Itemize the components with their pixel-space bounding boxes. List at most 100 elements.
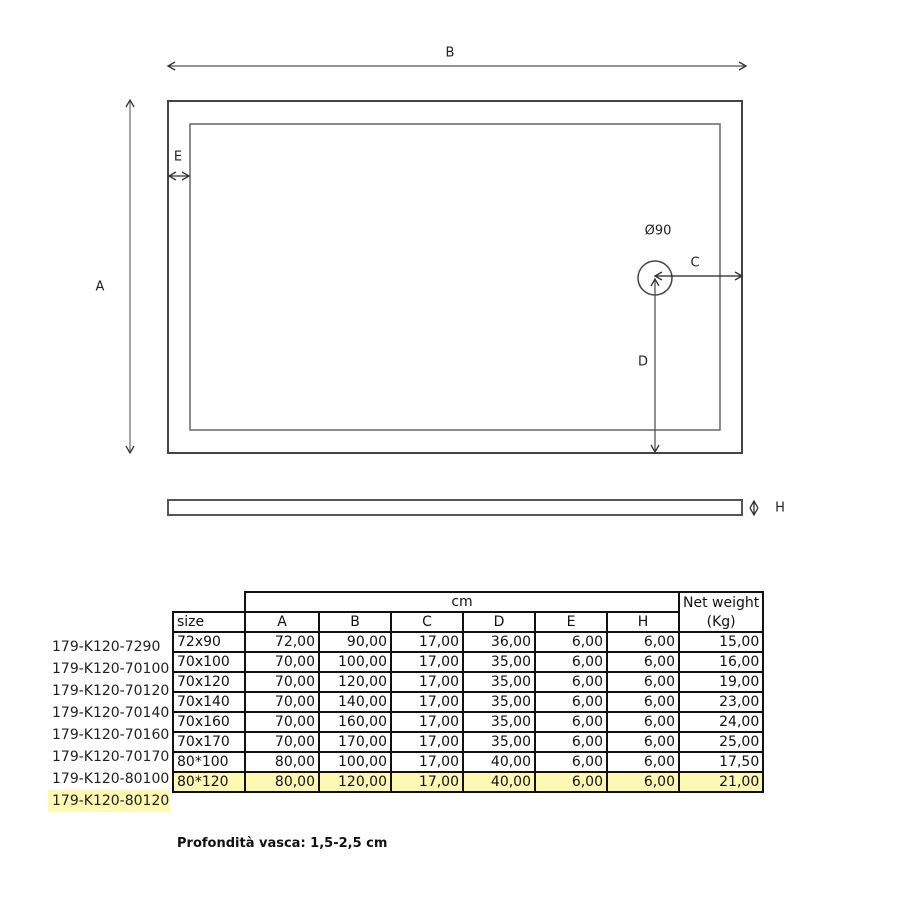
cell-e: 6,00 [534,731,608,753]
cell-e: 6,00 [534,651,608,673]
label-e: E [173,149,183,165]
product-code: 179-K120-70100 [52,661,170,677]
cell-size: 72x90 [172,631,246,653]
product-code: 179-K120-70170 [52,749,170,765]
cell-weight: 21,00 [677,771,765,793]
cell-a: 72,00 [244,631,320,653]
technical-drawing-svg [125,61,759,517]
cell-h: 6,00 [606,711,680,733]
cell-size: 70x140 [172,691,246,713]
cell-weight: 16,00 [677,651,765,673]
table-row: 80*100 80,00 100,00 17,00 40,00 6,00 6,0… [172,751,765,773]
cell-c: 17,00 [390,651,464,673]
tray-inner-outline [189,123,721,431]
cell-e: 6,00 [534,711,608,733]
cell-weight: 25,00 [677,731,765,753]
label-h: H [775,500,785,516]
label-b: B [445,45,455,61]
table-row: 72x90 72,00 90,00 17,00 36,00 6,00 6,00 … [172,631,765,653]
cell-h: 6,00 [606,671,680,693]
table-row: 70x100 70,00 100,00 17,00 35,00 6,00 6,0… [172,651,765,673]
cell-h: 6,00 [606,691,680,713]
cell-d: 35,00 [462,731,536,753]
cell-a: 70,00 [244,731,320,753]
cell-a: 80,00 [244,751,320,773]
cell-b: 120,00 [318,671,392,693]
table-row: 70x160 70,00 160,00 17,00 35,00 6,00 6,0… [172,711,765,733]
group-header-cm: cm [244,591,680,613]
cell-h: 6,00 [606,731,680,753]
table-row: 70x170 70,00 170,00 17,00 35,00 6,00 6,0… [172,731,765,753]
cell-size: 80*120 [172,771,246,793]
cell-a: 80,00 [244,771,320,793]
cell-d: 35,00 [462,671,536,693]
cell-h: 6,00 [606,651,680,673]
cell-b: 90,00 [318,631,392,653]
cell-a: 70,00 [244,691,320,713]
label-a: A [95,279,105,295]
cell-e: 6,00 [534,771,608,793]
cell-e: 6,00 [534,751,608,773]
cell-b: 140,00 [318,691,392,713]
cell-d: 40,00 [462,751,536,773]
table-row: 70x120 70,00 120,00 17,00 35,00 6,00 6,0… [172,671,765,693]
cell-e: 6,00 [534,671,608,693]
weight-header: Net weight [677,591,765,612]
cell-a: 70,00 [244,711,320,733]
product-code-list: 179-K120-7290 179-K120-70100 179-K120-70… [48,636,170,812]
table-row: 70x140 70,00 140,00 17,00 35,00 6,00 6,0… [172,691,765,713]
label-drain-diameter: Ø90 [644,223,672,239]
product-code-highlighted: 179-K120-80120 [48,790,170,812]
cell-c: 17,00 [390,711,464,733]
cell-h: 6,00 [606,631,680,653]
label-c: C [690,255,700,271]
cell-d: 36,00 [462,631,536,653]
column-header-e: E [534,611,608,633]
cell-weight: 23,00 [677,691,765,713]
tray-side-view [167,499,743,516]
cell-e: 6,00 [534,691,608,713]
table-header-row: size A B C D E H (Kg) [172,611,765,633]
label-d: D [637,354,649,370]
shower-tray-drawing: B A E Ø90 C D H [95,45,785,517]
tray-outer-outline [167,100,743,454]
weight-header-unit: (Kg) [677,612,765,633]
column-header-size: size [172,611,246,633]
cell-d: 35,00 [462,691,536,713]
cell-weight: 19,00 [677,671,765,693]
column-header-b: B [318,611,392,633]
cell-d: 35,00 [462,711,536,733]
cell-c: 17,00 [390,731,464,753]
basin-depth-note: Profondità vasca: 1,5-2,5 cm [177,836,388,851]
cell-weight: 15,00 [677,631,765,653]
cell-h: 6,00 [606,751,680,773]
cell-weight: 17,50 [677,751,765,773]
product-code: 179-K120-70140 [52,705,170,721]
column-header-a: A [244,611,320,633]
cell-a: 70,00 [244,651,320,673]
cell-size: 70x120 [172,671,246,693]
product-code: 179-K120-70160 [52,727,170,743]
cell-size: 70x170 [172,731,246,753]
cell-d: 40,00 [462,771,536,793]
cell-size: 70x100 [172,651,246,673]
cell-c: 17,00 [390,671,464,693]
column-header-c: C [390,611,464,633]
cell-c: 17,00 [390,631,464,653]
cell-c: 17,00 [390,771,464,793]
dimensions-table: cm Net weight size A B C D E H (Kg) 72x9… [172,591,765,793]
cell-b: 160,00 [318,711,392,733]
table-row-highlighted: 80*120 80,00 120,00 17,00 40,00 6,00 6,0… [172,771,765,793]
cell-c: 17,00 [390,691,464,713]
cell-c: 17,00 [390,751,464,773]
table-group-header-row: cm Net weight [173,591,765,613]
product-code: 179-K120-7290 [52,639,161,655]
cell-size: 80*100 [172,751,246,773]
cell-a: 70,00 [244,671,320,693]
cell-size: 70x160 [172,711,246,733]
product-code: 179-K120-70120 [52,683,170,699]
column-header-h: H [606,611,680,633]
cell-h: 6,00 [606,771,680,793]
cell-weight: 24,00 [677,711,765,733]
product-code: 179-K120-80100 [52,771,170,787]
